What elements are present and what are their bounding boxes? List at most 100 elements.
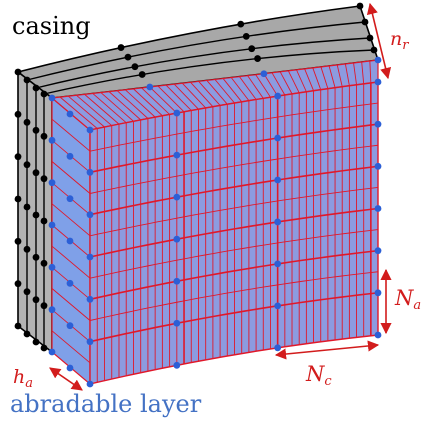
abradable-node (48, 348, 56, 356)
mesh-top-line (149, 86, 178, 114)
abradable-node (173, 193, 181, 201)
h-a-label: ha (13, 366, 34, 391)
mesh-top-line (296, 69, 307, 92)
mesh-top-line (141, 87, 170, 115)
casing-node (32, 84, 40, 92)
abradable-layer-label: abradable layer (10, 390, 202, 418)
mesh-side-line (51, 245, 91, 279)
casing-node (366, 34, 374, 42)
mesh-top-line (239, 76, 257, 100)
casing-node (23, 288, 31, 296)
casing-node (23, 76, 31, 84)
mesh-axial-subline (89, 144, 379, 194)
casing-top-layer-line (43, 49, 375, 95)
casing-node (14, 280, 22, 288)
abradable-node (274, 260, 282, 268)
casing-node (32, 211, 40, 219)
mesh-side-line (51, 330, 91, 364)
mesh-top-line (255, 74, 271, 98)
casing-top-layer-line (26, 21, 366, 81)
abradable-node (66, 237, 74, 245)
mesh-axial-line (89, 249, 379, 301)
casing-node (32, 253, 40, 261)
abradable-node (374, 120, 382, 128)
mesh-top-line (125, 89, 156, 118)
mesh-side-line (51, 161, 91, 194)
abradable-node (48, 263, 56, 271)
abradable-node (86, 380, 94, 388)
casing-node (23, 245, 31, 253)
casing-top-layer-line (35, 37, 371, 89)
mesh-top-line (279, 71, 293, 95)
abradable-node (86, 168, 94, 176)
mesh-axial-subline (89, 102, 379, 152)
casing-node (248, 45, 256, 53)
abradable-node (274, 176, 282, 184)
casing-node (14, 237, 22, 245)
casing-node (117, 44, 125, 51)
mesh-side-line (51, 288, 91, 321)
mesh-top-line (59, 96, 98, 129)
n-r-label: nr (390, 28, 409, 53)
abradable-node (173, 361, 181, 369)
casing-node (14, 153, 22, 161)
mesh-top-line (230, 77, 250, 101)
casing-node (40, 132, 48, 140)
abradable-node (48, 94, 56, 102)
casing-node (14, 195, 22, 203)
mesh-top-line (353, 62, 357, 85)
casing-node (14, 322, 22, 330)
mesh-side-line (51, 203, 91, 237)
casing-node (23, 118, 31, 126)
n-r-arrow (366, 2, 392, 80)
casing-node (23, 161, 31, 169)
n-c-arrow (274, 340, 380, 360)
casing-node (138, 71, 146, 78)
abradable-node (173, 235, 181, 243)
mesh-top-line (173, 83, 199, 110)
casing-node (242, 32, 250, 40)
abradable-node (374, 331, 382, 339)
mesh-top-line (222, 78, 243, 103)
casing-node (40, 175, 48, 183)
n-a-label: Na (395, 286, 422, 313)
abradable-node (374, 56, 382, 64)
mesh-top-line (133, 88, 163, 117)
casing-node (40, 259, 48, 267)
abradable-node (66, 152, 74, 160)
mesh-axial-line (89, 292, 379, 343)
abradable-node (274, 302, 282, 310)
abradable-node (48, 221, 56, 229)
mesh-top-line (344, 63, 350, 86)
mesh-top-line (157, 85, 185, 113)
mesh-top-line (287, 70, 300, 94)
casing-node (356, 2, 364, 10)
casing-label: casing (12, 12, 91, 40)
abradable-node (274, 218, 282, 226)
mesh-top-line (100, 92, 134, 122)
abradable-node (374, 205, 382, 212)
abradable-node (173, 319, 181, 327)
mesh-top-line (312, 67, 322, 90)
casing-node (23, 203, 31, 211)
abradable-node (173, 277, 181, 285)
abradable-node (374, 78, 382, 86)
abradable-node (66, 110, 74, 118)
mesh-top-line (116, 90, 149, 119)
mesh-top-line (271, 72, 286, 96)
mesh-top-line (206, 80, 228, 105)
abradable-node (260, 70, 268, 78)
mesh-top-line (92, 93, 127, 124)
mesh-axial-line (89, 207, 379, 258)
casing-node (40, 217, 48, 225)
mesh-axial-line (89, 123, 379, 174)
mesh-side-line (51, 118, 91, 152)
abradable-node (66, 364, 74, 372)
abradable-node (173, 151, 181, 159)
mesh-top-line (214, 79, 235, 104)
casing-node (14, 110, 22, 118)
abradable-node (66, 195, 74, 203)
abradable-node (374, 247, 382, 255)
mesh-top-line (198, 81, 221, 106)
mesh-axial-subline (89, 229, 379, 279)
